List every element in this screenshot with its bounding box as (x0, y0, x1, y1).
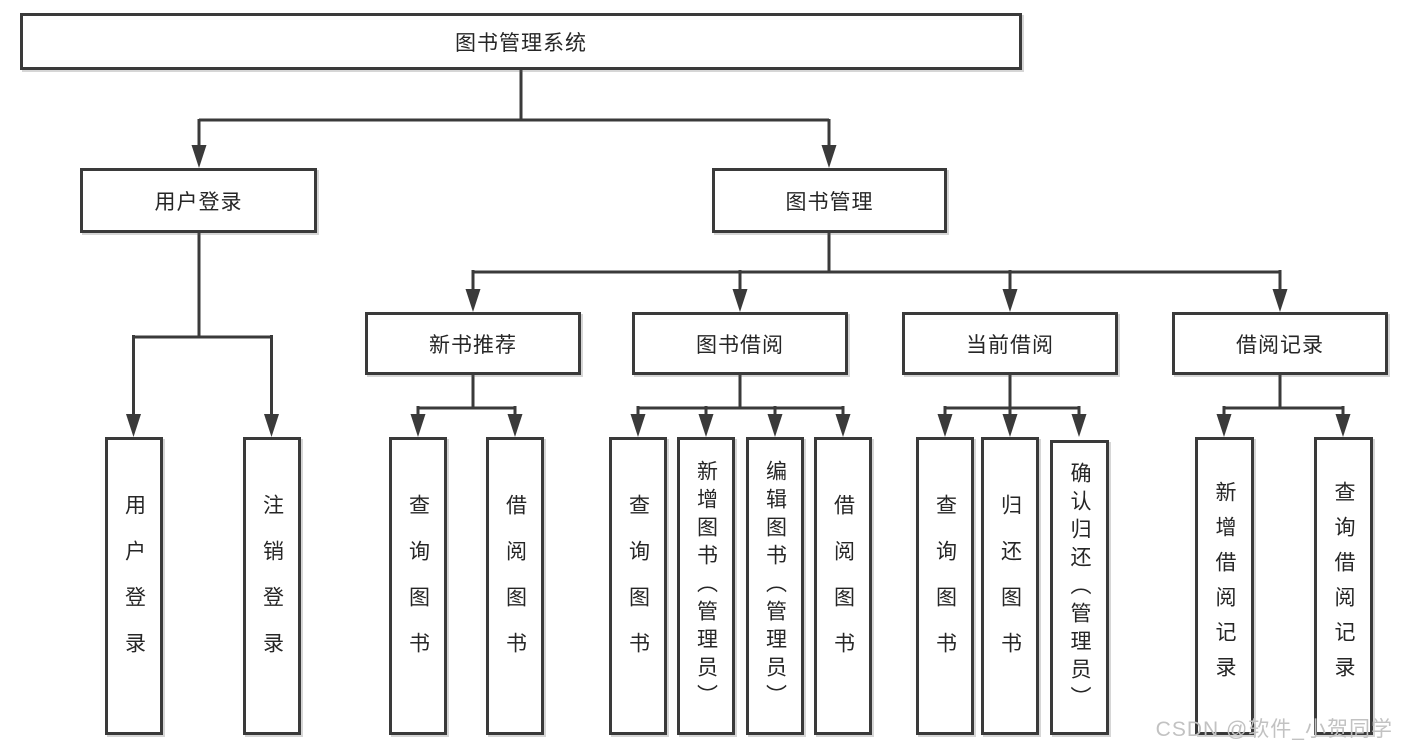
arrow-down-icon (1216, 414, 1232, 437)
arrowheads (126, 145, 1351, 437)
connector-borrowing-fork (636, 375, 845, 419)
node-borrowing-add-books-admin: 新增图书（管理员） (677, 437, 735, 735)
node-label: 新增借阅记录 (1213, 481, 1236, 691)
node-label: 归还图书 (998, 494, 1022, 678)
connector-root-fork (197, 70, 831, 150)
node-label: 用户登录 (122, 494, 146, 678)
node-label: 用户登录 (154, 190, 243, 214)
node-borrowing-records: 借阅记录 (1172, 312, 1388, 375)
node-label: 查询图书 (406, 494, 430, 678)
node-current-return-books: 归还图书 (981, 437, 1039, 735)
node-label: 图书管理系统 (455, 31, 587, 55)
arrow-down-icon (821, 145, 837, 168)
node-current-borrowing: 当前借阅 (902, 312, 1118, 375)
node-label: 注销登录 (260, 494, 284, 678)
connector-records-fork (1222, 375, 1345, 419)
node-newbook-query-books: 查询图书 (389, 437, 447, 735)
node-label: 借阅图书 (831, 494, 855, 678)
node-records-query-record: 查询借阅记录 (1314, 437, 1373, 735)
node-label: 当前借阅 (966, 333, 1054, 357)
node-current-confirm-return-admin: 确认归还（管理员） (1050, 440, 1109, 735)
node-library-system: 图书管理系统 (20, 13, 1022, 70)
node-borrowing-edit-books-admin: 编辑图书（管理员） (746, 437, 804, 735)
arrow-down-icon (732, 289, 748, 312)
arrow-down-icon (937, 414, 953, 437)
arrow-down-icon (1002, 289, 1018, 312)
node-label: 确认归还（管理员） (1068, 461, 1091, 714)
node-current-query-books: 查询图书 (916, 437, 974, 735)
arrow-down-icon (835, 414, 851, 437)
arrow-down-icon (630, 414, 646, 437)
node-label: 新增图书（管理员） (694, 460, 718, 712)
connector-newbook-fork (416, 375, 517, 419)
arrow-down-icon (1002, 414, 1018, 437)
node-records-add-record: 新增借阅记录 (1195, 437, 1254, 735)
node-label: 新书推荐 (429, 333, 517, 357)
node-borrowing-query-books: 查询图书 (609, 437, 667, 735)
arrow-down-icon (126, 414, 141, 437)
node-newbook-borrow-books: 借阅图书 (486, 437, 544, 735)
arrow-down-icon (698, 414, 714, 437)
node-label: 借阅图书 (503, 494, 527, 678)
node-new-book-recommend: 新书推荐 (365, 312, 581, 375)
csdn-watermark: CSDN @软件_小贺同学 (1155, 718, 1393, 741)
arrow-down-icon (1272, 289, 1288, 312)
node-label: 查询图书 (933, 494, 957, 678)
arrow-down-icon (507, 414, 523, 437)
node-logout: 注销登录 (243, 437, 301, 735)
arrow-down-icon (191, 145, 207, 168)
node-user-login: 用户登录 (80, 168, 317, 233)
arrow-down-icon (767, 414, 783, 437)
connector-current-fork (943, 375, 1081, 419)
node-label: 查询借阅记录 (1332, 481, 1355, 691)
node-borrowing-borrow-books: 借阅图书 (814, 437, 872, 735)
arrow-down-icon (410, 414, 426, 437)
arrow-down-icon (465, 289, 481, 312)
node-label: 编辑图书（管理员） (763, 460, 787, 712)
node-user-login-leaf: 用户登录 (105, 437, 163, 735)
node-book-management: 图书管理 (712, 168, 947, 233)
node-label: 借阅记录 (1236, 333, 1324, 357)
node-label: 图书借阅 (696, 333, 784, 357)
arrow-down-icon (264, 414, 279, 437)
arrow-down-icon (1071, 414, 1087, 437)
arrow-down-icon (1335, 414, 1351, 437)
connector-bookmgmt-fork (471, 233, 1282, 294)
node-book-borrowing: 图书借阅 (632, 312, 848, 375)
connector-userlogin-fork (132, 233, 273, 419)
node-label: 图书管理 (785, 190, 874, 214)
node-label: 查询图书 (626, 494, 650, 678)
